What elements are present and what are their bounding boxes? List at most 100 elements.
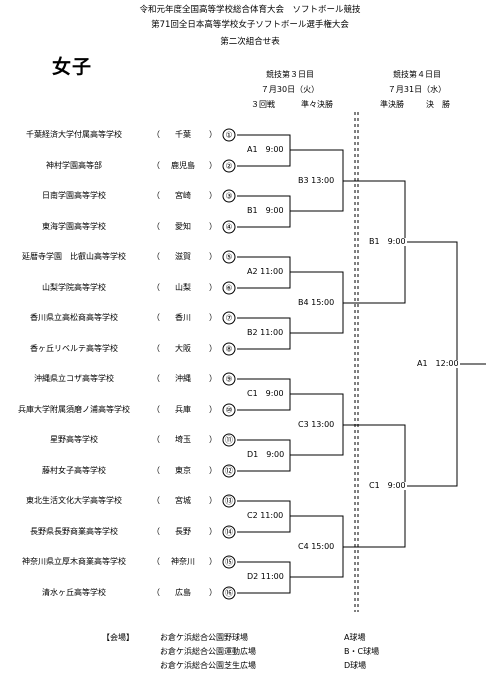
seed-number: ④ bbox=[222, 220, 236, 234]
paren-open: （ bbox=[152, 496, 160, 505]
team-prefecture: 沖縄 bbox=[175, 374, 191, 383]
seed-number: ① bbox=[222, 128, 236, 142]
team-name: 星野高等学校 bbox=[50, 435, 98, 444]
team-name: 千葉経済大学付属高等学校 bbox=[26, 130, 122, 139]
paren-close: ） bbox=[209, 405, 217, 414]
paren-open: （ bbox=[152, 252, 160, 261]
seed-number: ⑫ bbox=[222, 464, 236, 478]
paren-open: （ bbox=[152, 344, 160, 353]
seed-number: ⑬ bbox=[222, 494, 236, 508]
seed-number: ⑦ bbox=[222, 311, 236, 325]
day3-title: 競技第３日目 bbox=[266, 70, 314, 79]
paren-close: ） bbox=[209, 466, 217, 475]
team-name: 香川県立高松商高等学校 bbox=[30, 313, 118, 322]
team-name: 延暦寺学園 比叡山高等学校 bbox=[22, 252, 126, 261]
venue-place: お倉ケ浜総合公園芝生広場 bbox=[160, 661, 256, 670]
team-prefecture: 山梨 bbox=[175, 283, 191, 292]
paren-close: ） bbox=[209, 130, 217, 139]
match-label-qf: C4 15:00 bbox=[297, 542, 336, 551]
match-label-qf: B3 13:00 bbox=[297, 176, 336, 185]
seed-number: ⑭ bbox=[222, 525, 236, 539]
team-name: 日南学園高等学校 bbox=[42, 191, 106, 200]
venue-field: A球場 bbox=[344, 633, 366, 642]
seed-number: ⑨ bbox=[222, 372, 236, 386]
team-name: 藤村女子高等学校 bbox=[42, 466, 106, 475]
team-name: 神奈川県立厚木商業高等学校 bbox=[22, 557, 126, 566]
paren-open: （ bbox=[152, 161, 160, 170]
team-prefecture: 愛知 bbox=[175, 222, 191, 231]
team-name: 東海学園高等学校 bbox=[42, 222, 106, 231]
seed-number: ⑯ bbox=[222, 586, 236, 600]
venue-label: 【会場】 bbox=[102, 633, 134, 642]
team-name: 清水ヶ丘高等学校 bbox=[42, 588, 106, 597]
paren-open: （ bbox=[152, 191, 160, 200]
day3-round2: 準々決勝 bbox=[301, 100, 333, 109]
team-prefecture: 東京 bbox=[175, 466, 191, 475]
team-name: 神村学園高等部 bbox=[46, 161, 102, 170]
paren-open: （ bbox=[152, 283, 160, 292]
paren-open: （ bbox=[152, 374, 160, 383]
seed-number: ⑧ bbox=[222, 342, 236, 356]
paren-close: ） bbox=[209, 496, 217, 505]
seed-number: ⑩ bbox=[222, 403, 236, 417]
paren-close: ） bbox=[209, 252, 217, 261]
team-prefecture: 千葉 bbox=[175, 130, 191, 139]
venue-field: D球場 bbox=[344, 661, 367, 670]
paren-open: （ bbox=[152, 313, 160, 322]
match-label-r1: D2 11:00 bbox=[246, 572, 285, 581]
venue-field: B・C球場 bbox=[344, 647, 380, 656]
match-label-r1: C2 11:00 bbox=[246, 511, 285, 520]
paren-open: （ bbox=[152, 557, 160, 566]
team-prefecture: 長野 bbox=[175, 527, 191, 536]
match-label-r1: A2 11:00 bbox=[246, 267, 285, 276]
team-prefecture: 大阪 bbox=[175, 344, 191, 353]
match-label-sf: B1 9:00 bbox=[368, 237, 407, 246]
venue-place: お倉ケ浜総合公園野球場 bbox=[160, 633, 248, 642]
team-prefecture: 神奈川 bbox=[171, 557, 195, 566]
venue-place: お倉ケ浜総合公園運動広場 bbox=[160, 647, 256, 656]
seed-number: ⑥ bbox=[222, 281, 236, 295]
team-prefecture: 滋賀 bbox=[175, 252, 191, 261]
paren-close: ） bbox=[209, 222, 217, 231]
match-label-r1: A1 9:00 bbox=[246, 145, 285, 154]
paren-open: （ bbox=[152, 405, 160, 414]
match-label-r1: B2 11:00 bbox=[246, 328, 285, 337]
match-label-qf: B4 15:00 bbox=[297, 298, 336, 307]
paren-close: ） bbox=[209, 344, 217, 353]
team-name: 沖縄県立コザ高等学校 bbox=[34, 374, 114, 383]
paren-close: ） bbox=[209, 527, 217, 536]
team-name: 香ヶ丘リベルテ高等学校 bbox=[30, 344, 118, 353]
team-prefecture: 鹿児島 bbox=[171, 161, 195, 170]
day4-title: 競技第４日目 bbox=[393, 70, 441, 79]
team-prefecture: 宮崎 bbox=[175, 191, 191, 200]
team-name: 兵庫大学附属須磨ノ浦高等学校 bbox=[18, 405, 130, 414]
day4-date: ７月31日（水） bbox=[387, 85, 447, 94]
paren-close: ） bbox=[209, 557, 217, 566]
paren-open: （ bbox=[152, 466, 160, 475]
team-name: 東北生活文化大学高等学校 bbox=[26, 496, 122, 505]
paren-close: ） bbox=[209, 161, 217, 170]
day3-date: ７月30日（火） bbox=[260, 85, 320, 94]
match-label-qf: C3 13:00 bbox=[297, 420, 336, 429]
match-label-r1: D1 9:00 bbox=[246, 450, 286, 459]
day4-round1: 準決勝 bbox=[380, 100, 404, 109]
team-prefecture: 兵庫 bbox=[175, 405, 191, 414]
team-prefecture: 埼玉 bbox=[175, 435, 191, 444]
seed-number: ② bbox=[222, 159, 236, 173]
paren-open: （ bbox=[152, 222, 160, 231]
match-label-r1: B1 9:00 bbox=[246, 206, 285, 215]
match-label-sf: C1 9:00 bbox=[368, 481, 407, 490]
team-prefecture: 宮城 bbox=[175, 496, 191, 505]
seed-number: ⑮ bbox=[222, 555, 236, 569]
seed-number: ⑪ bbox=[222, 433, 236, 447]
division-title: 女子 bbox=[52, 56, 93, 78]
header-line-1: 令和元年度全国高等学校総合体育大会 ソフトボール競技 bbox=[139, 5, 361, 15]
paren-open: （ bbox=[152, 130, 160, 139]
paren-close: ） bbox=[209, 313, 217, 322]
header-line-3: 第二次組合せ表 bbox=[220, 37, 280, 47]
paren-open: （ bbox=[152, 527, 160, 536]
paren-close: ） bbox=[209, 283, 217, 292]
paren-close: ） bbox=[209, 374, 217, 383]
seed-number: ⑤ bbox=[222, 250, 236, 264]
